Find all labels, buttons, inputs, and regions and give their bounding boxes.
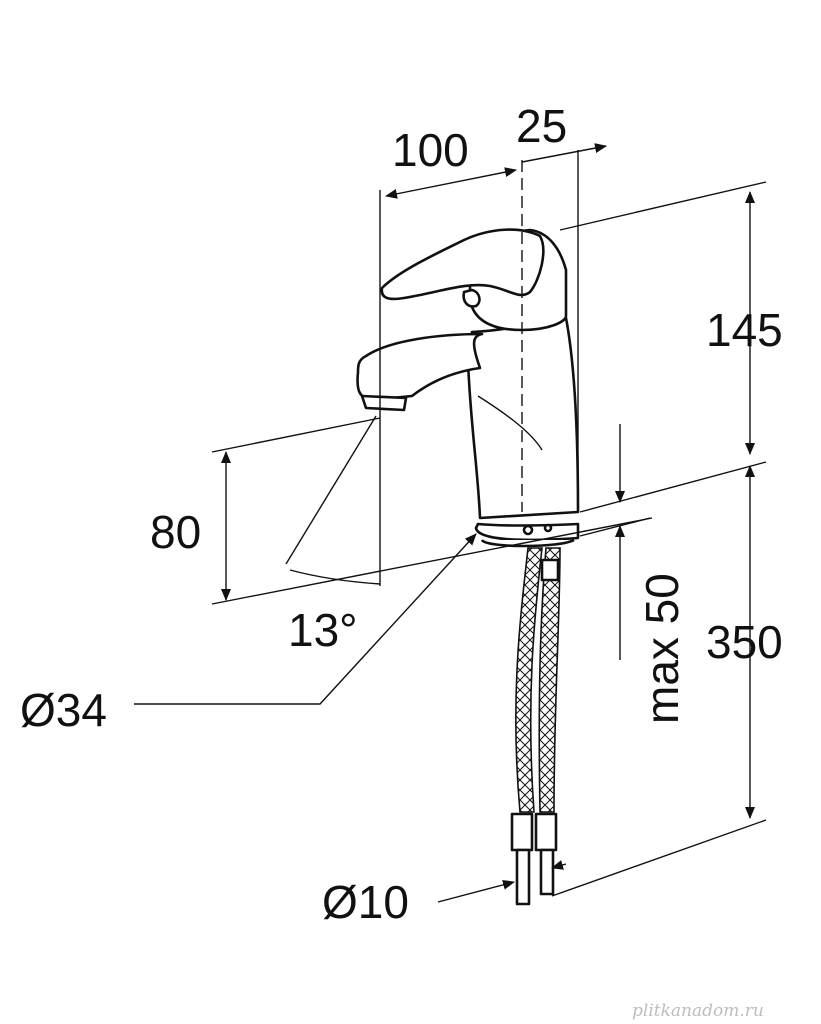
dim-label-dia34: Ø34: [20, 684, 107, 736]
dim-label-145: 145: [706, 304, 783, 356]
watermark-text: plitkanadom.ru: [632, 1001, 764, 1021]
supply-hoses: [510, 547, 561, 906]
dim-label-25: 25: [516, 100, 567, 152]
dim-label-80: 80: [150, 506, 201, 558]
dim-label-dia10: Ø10: [322, 876, 409, 928]
dim-label-350: 350: [706, 616, 783, 668]
dim-label-100: 100: [392, 124, 469, 176]
faucet-body: [356, 160, 580, 548]
dim-label-angle: 13°: [288, 604, 358, 656]
dimension-lines: [134, 143, 767, 903]
dim-label-max50: max 50: [636, 573, 688, 724]
